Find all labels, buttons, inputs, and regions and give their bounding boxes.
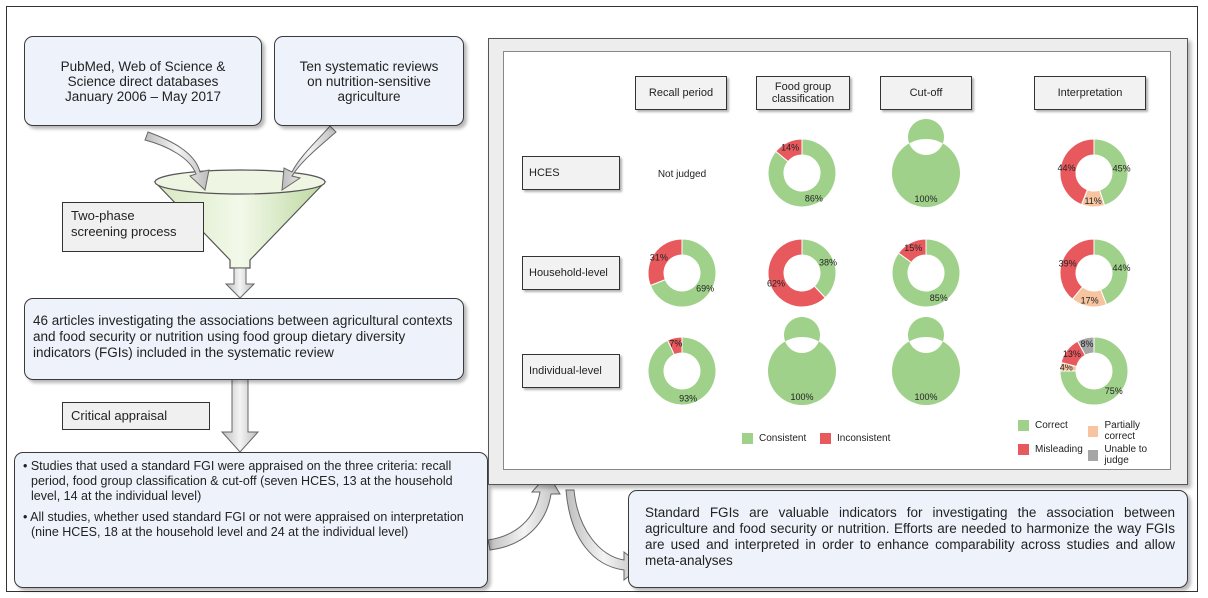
col-head-recall: Recall period [635,76,727,110]
legend-partially-correct-label: Partially correct [1104,420,1141,442]
donut-segment-household-level-recall-period-consistent [649,238,717,308]
row-head-household: Household-level [522,256,620,290]
col-head-interpretation: Interpretation [1034,76,1146,110]
donut-label-household-level-recall-period-inconsistent: 31% [650,252,668,262]
donut-label-hces-food-group-classification-consistent: 86% [805,193,823,203]
donut-segment-household-level-food-group-classification-inconsistent [767,238,826,308]
appraisal-criteria-box: • Studies that used a standard FGI were … [14,452,488,588]
donut-segment-individual-level-interpretation-unable [1076,336,1095,356]
row-head-individual: Individual-level [522,354,620,388]
donut-segment-individual-level-recall-period-inconsistent [666,336,683,356]
source-reviews-box: Ten systematic reviews on nutrition-sens… [274,36,464,126]
not-judged-label: Not judged [658,169,706,180]
legend-misleading: Misleading [1018,444,1083,455]
legend-misleading-swatch [1018,444,1029,455]
donut-label-individual-level-food-group-classification-consistent: 100% [790,392,813,402]
critical-appraisal-label: Critical appraisal [62,402,210,430]
donut-label-hces-food-group-classification-inconsistent: 14% [781,143,799,153]
donut-label-individual-level-recall-period-consistent: 93% [679,393,697,403]
arrow-source1-to-funnel [144,131,210,191]
arrow-source2-to-funnel [281,125,337,191]
donut-label-household-level-interpretation-correct: 44% [1112,263,1130,273]
donut-segment-individual-level-cut-off-consistent [891,317,960,406]
col-head-cutoff: Cut-off [880,76,972,110]
row-head-hces: HCES [522,156,620,190]
figure-frame [6,6,1198,592]
donut-label-individual-level-interpretation-unable: 8% [1081,339,1094,349]
legend-unable-label: Unable to judge [1104,444,1148,466]
results-panel: Recall period Food group classification … [488,38,1188,485]
legend-correct-swatch [1018,420,1029,431]
screening-label: Two-phase screening process [62,202,204,252]
legend-consistent: Consistent [742,433,806,444]
source-databases-box: PubMed, Web of Science & Science direct … [24,36,262,126]
donut-segment-household-level-interpretation-correct [1093,238,1129,306]
legend-unable: Unable to judge [1088,444,1170,466]
results-panel-inner: Recall period Food group classification … [503,51,1171,470]
legend-partially-correct: Partially correct [1088,420,1170,442]
legend-correct-label: Correct [1035,420,1068,431]
donut-segment-household-level-interpretation-misleading [1059,238,1095,300]
donut-label-household-level-interpretation-partially_correct: 17% [1081,296,1099,306]
donut-segment-household-level-recall-period-inconsistent [647,238,683,287]
donut-label-hces-interpretation-misleading: 44% [1057,163,1075,173]
criteria-bullet-1: • Studies that used a standard FGI were … [23,459,453,503]
donut-label-individual-level-recall-period-inconsistent: 7% [669,339,682,349]
donut-segment-hces-interpretation-correct [1093,138,1129,206]
col-head-food-group: Food group classification [756,76,850,110]
conclusion-box: Standard FGIs are valuable indicators fo… [628,490,1188,588]
donut-segment-individual-level-food-group-classification-consistent [767,317,836,405]
criteria-bullet-2: • All studies, whether used standard FGI… [23,510,464,539]
donut-label-household-level-cut-off-inconsistent: 15% [904,243,922,253]
legend-misleading-label: Misleading [1035,444,1083,455]
donut-label-household-level-recall-period-consistent: 69% [696,284,714,294]
arrow-appraisal-to-results [487,473,561,551]
donut-label-household-level-interpretation-misleading: 39% [1059,259,1077,269]
donut-label-household-level-cut-off-consistent: 85% [930,293,948,303]
donut-label-hces-interpretation-correct: 45% [1113,164,1131,174]
donut-segment-household-level-cut-off-inconsistent [897,238,927,264]
arrow-included-to-appraisal [220,377,260,453]
donut-segment-individual-level-recall-period-consistent [647,336,717,406]
donut-segment-hces-interpretation-misleading [1059,138,1095,206]
donut-label-hces-cut-off-consistent: 100% [914,194,937,204]
donut-segment-hces-food-group-classification-consistent [767,138,837,208]
legend-unable-swatch [1088,449,1099,461]
donut-segment-hces-cut-off-consistent [891,119,960,208]
donut-label-individual-level-interpretation-misleading: 13% [1063,349,1081,359]
legend-consistent-swatch [742,433,753,444]
donut-label-individual-level-interpretation-correct: 75% [1105,386,1123,396]
legend-inconsistent: Inconsistent [820,433,890,444]
donut-segment-household-level-food-group-classification-consistent [801,238,837,299]
funnel-rim [154,169,326,195]
donut-label-household-level-food-group-classification-inconsistent: 62% [767,278,785,288]
legend-consistent-label: Consistent [759,433,807,444]
legend-inconsistent-swatch [820,433,831,444]
legend-correct: Correct [1018,420,1068,431]
donut-grid: Not judged 86% 14% 100% 45% 11% 44% 69% 31% 38% 62… [647,119,1131,406]
donut-segment-individual-level-interpretation-correct [1059,336,1129,406]
donut-label-individual-level-cut-off-consistent: 100% [914,392,937,402]
donut-label-individual-level-interpretation-partially_correct: 4% [1060,362,1073,372]
legend-inconsistent-label: Inconsistent [837,433,891,444]
arrow-funnel-to-included [224,267,256,299]
legend-partially-correct-swatch [1088,425,1099,437]
donut-segment-hces-food-group-classification-inconsistent [775,138,803,163]
donut-label-hces-interpretation-partially_correct: 11% [1084,196,1101,206]
donut-label-household-level-food-group-classification-consistent: 38% [819,258,837,268]
donut-segment-household-level-cut-off-consistent [891,238,961,308]
included-articles-box: 46 articles investigating the associatio… [24,298,464,380]
